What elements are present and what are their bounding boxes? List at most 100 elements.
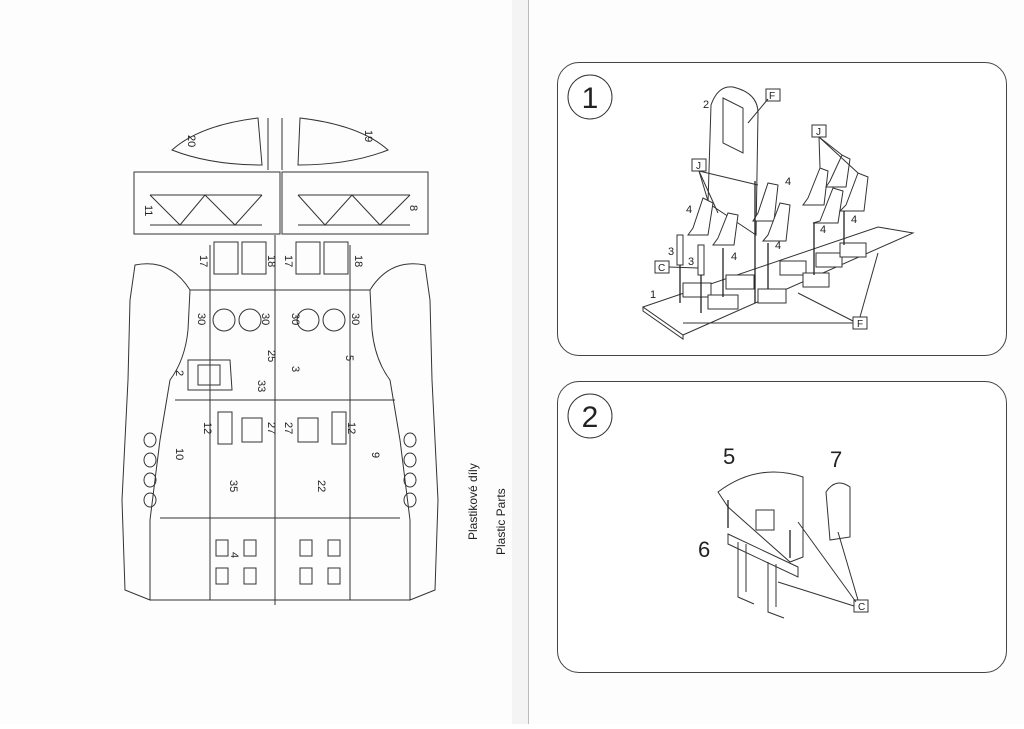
line-art bbox=[238, 308, 262, 332]
part-label: 12 bbox=[345, 422, 357, 434]
line-art bbox=[212, 308, 236, 332]
line-art bbox=[323, 241, 349, 275]
line-art bbox=[755, 509, 775, 531]
part-label: 20 bbox=[185, 135, 197, 147]
diagram-label: 4 bbox=[851, 214, 857, 226]
step-number-circle bbox=[567, 393, 613, 439]
line-art bbox=[837, 531, 859, 601]
part-label: 30 bbox=[259, 313, 271, 325]
line-art bbox=[187, 359, 233, 391]
line-art bbox=[757, 288, 787, 304]
line-art bbox=[243, 539, 257, 557]
diagram-label: 3 bbox=[688, 256, 694, 268]
line-art bbox=[859, 252, 879, 318]
line-art bbox=[698, 170, 709, 202]
part-label: 30 bbox=[349, 313, 361, 325]
line-art bbox=[297, 417, 319, 443]
diagram-label: 2 bbox=[703, 99, 709, 111]
sprue-diagram: 20 19 11 8 17 18 17 18 30 30 30 30 2 25 … bbox=[121, 117, 439, 605]
line-art bbox=[797, 292, 854, 322]
part-label: 9 bbox=[369, 452, 381, 458]
part-9-fuselage bbox=[369, 263, 439, 601]
part-label: 35 bbox=[227, 480, 239, 492]
step-number: 1 bbox=[582, 82, 599, 115]
line-art bbox=[676, 234, 684, 266]
part-label: 30 bbox=[289, 313, 301, 325]
diagram-label: 5 bbox=[723, 444, 735, 469]
line-art bbox=[818, 136, 859, 174]
line-art bbox=[150, 235, 410, 605]
line-art bbox=[215, 567, 229, 585]
diagram-label: 4 bbox=[785, 176, 791, 188]
line-art: 20 19 11 8 17 18 17 18 30 30 30 30 2 25 … bbox=[142, 130, 419, 558]
diagram-label: 4 bbox=[775, 240, 781, 252]
line-art bbox=[777, 581, 855, 607]
line-art bbox=[213, 241, 239, 275]
part-label: 18 bbox=[265, 255, 277, 267]
step-number: 2 bbox=[582, 401, 599, 434]
diagram-label: 4 bbox=[731, 251, 737, 263]
part-19-fin bbox=[297, 117, 389, 166]
line-art bbox=[322, 308, 346, 332]
line-art bbox=[797, 521, 857, 603]
line-art bbox=[149, 194, 263, 226]
cushion-part bbox=[825, 482, 851, 541]
line-art bbox=[712, 212, 739, 246]
diagram-label: J bbox=[816, 127, 821, 138]
line-art bbox=[331, 411, 347, 445]
part-label: 27 bbox=[282, 422, 294, 434]
line-art bbox=[668, 266, 699, 269]
diagram-label: F bbox=[769, 91, 775, 102]
diagram-label: 4 bbox=[820, 224, 826, 236]
line-art bbox=[143, 472, 157, 488]
line-art bbox=[299, 539, 313, 557]
diagram-label: 4 bbox=[686, 204, 692, 216]
line-art bbox=[296, 308, 320, 332]
line-art bbox=[707, 294, 739, 310]
part-label: 2 bbox=[173, 370, 185, 376]
line-art bbox=[403, 432, 417, 448]
sprue-page: 20 19 11 8 17 18 17 18 30 30 30 30 2 25 … bbox=[0, 0, 512, 724]
step-2-diagram: 2 5 7 6 C bbox=[567, 393, 869, 619]
line-art bbox=[682, 282, 712, 298]
line-art bbox=[779, 260, 807, 276]
line-art bbox=[679, 181, 845, 313]
line-art bbox=[697, 244, 705, 276]
diagram-label: 7 bbox=[830, 447, 842, 472]
line-art bbox=[839, 242, 867, 258]
line-art bbox=[682, 242, 867, 310]
line-art bbox=[815, 252, 843, 268]
part-label: 30 bbox=[195, 313, 207, 325]
part-label: 3 bbox=[289, 366, 301, 372]
part-label: 4 bbox=[228, 552, 240, 558]
part-20-fin bbox=[171, 117, 263, 166]
line-art bbox=[241, 241, 267, 275]
line-art bbox=[143, 432, 417, 508]
diagram-label: 1 bbox=[650, 289, 656, 301]
line-art bbox=[812, 187, 844, 224]
part-label: 33 bbox=[255, 380, 267, 392]
part-label: 25 bbox=[265, 350, 277, 362]
line-art bbox=[143, 492, 157, 508]
part-label: 10 bbox=[173, 448, 185, 460]
line-art bbox=[761, 202, 791, 242]
line-art bbox=[825, 154, 851, 188]
line-art bbox=[299, 567, 313, 585]
part-label: 22 bbox=[315, 480, 327, 492]
line-art bbox=[403, 492, 417, 508]
diagram-label: 6 bbox=[698, 537, 710, 562]
part-10-fuselage bbox=[121, 263, 191, 601]
part-label: 12 bbox=[201, 422, 213, 434]
line-art bbox=[143, 452, 157, 468]
diagram-label: C bbox=[658, 263, 665, 274]
line-art bbox=[133, 171, 281, 235]
line-art bbox=[765, 88, 781, 102]
line-art bbox=[295, 241, 321, 275]
line-art bbox=[802, 167, 829, 206]
door-part bbox=[707, 86, 759, 236]
sprue-title-czech: Plastikové díly bbox=[466, 463, 480, 540]
step-number-circle bbox=[567, 74, 613, 120]
line-art bbox=[725, 274, 755, 290]
step-1-panel: 1 2 F 1 4 4 4 4 4 4 3 3 C J bbox=[557, 62, 1007, 356]
line-art bbox=[687, 154, 869, 246]
